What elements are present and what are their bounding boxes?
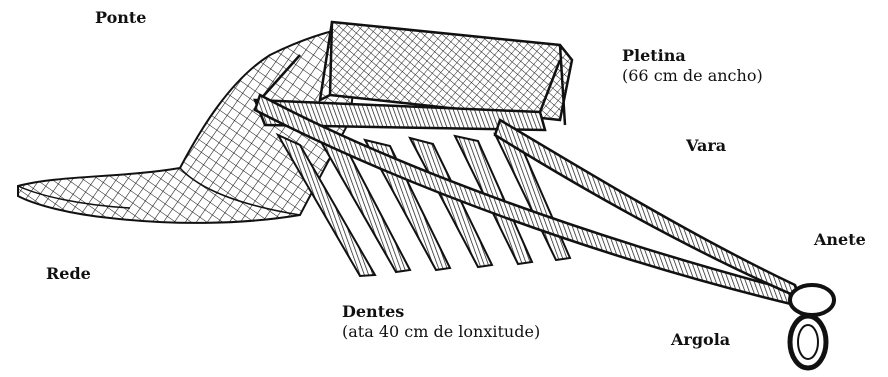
label-rede-text: Rede <box>46 264 91 284</box>
label-pletina-note: (66 cm de ancho) <box>622 66 763 86</box>
label-dentes-note: (ata 40 cm de lonxitude) <box>342 322 540 342</box>
label-ponte: Ponte <box>95 8 146 28</box>
label-anete: Anete <box>814 230 866 250</box>
label-dentes-text: Dentes <box>342 302 540 322</box>
label-ponte-text: Ponte <box>95 8 146 28</box>
ring <box>790 285 834 368</box>
label-vara-text: Vara <box>686 136 726 156</box>
label-anete-text: Anete <box>814 230 866 250</box>
label-vara: Vara <box>686 136 726 156</box>
label-rede: Rede <box>46 264 91 284</box>
label-pletina-text: Pletina <box>622 46 763 66</box>
label-dentes: Dentes (ata 40 cm de lonxitude) <box>342 302 540 342</box>
label-pletina: Pletina (66 cm de ancho) <box>622 46 763 86</box>
label-argola-text: Argola <box>671 330 730 350</box>
label-argola: Argola <box>671 330 730 350</box>
